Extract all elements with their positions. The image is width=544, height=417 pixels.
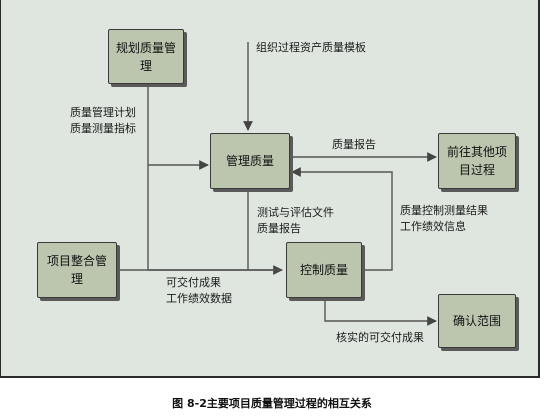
label-deliverables-2: 工作绩效数据	[166, 292, 232, 305]
label-test-docs-1: 测试与评估文件	[257, 206, 334, 219]
node-other-processes: 前往其他项目过程	[438, 133, 516, 189]
label-control-results-2: 工作绩效信息	[400, 220, 466, 233]
figure-caption: 图 8-2主要项目质量管理过程的相互关系	[172, 397, 372, 410]
label-plan-outputs-2: 质量测量指标	[70, 122, 136, 135]
node-manage-quality-text: 管理质量	[225, 154, 274, 168]
node-manage-quality: 管理质量	[210, 133, 290, 189]
node-control-quality: 控制质量	[286, 242, 362, 298]
label-verified-deliverables: 核实的可交付成果	[336, 331, 424, 344]
node-integration: 项目整合管理	[37, 242, 117, 298]
label-templates: 组织过程资产质量模板	[256, 41, 366, 54]
label-deliverables-1: 可交付成果	[166, 276, 221, 289]
label-quality-reports-out: 质量报告	[332, 138, 376, 151]
label-test-docs-2: 质量报告	[257, 222, 301, 235]
label-plan-outputs-1: 质量管理计划	[70, 106, 136, 119]
label-control-results-1: 质量控制测量结果	[400, 204, 488, 217]
node-plan-quality: 规划质量管理	[108, 29, 184, 84]
node-other-processes-text: 前往其他项目过程	[446, 145, 507, 177]
node-plan-quality-text: 规划质量管理	[115, 40, 176, 73]
node-control-quality-text: 控制质量	[299, 263, 348, 277]
node-validate-scope-text: 确认范围	[452, 314, 501, 328]
node-integration-text: 项目整合管理	[46, 254, 107, 286]
node-validate-scope: 确认范围	[438, 294, 516, 348]
